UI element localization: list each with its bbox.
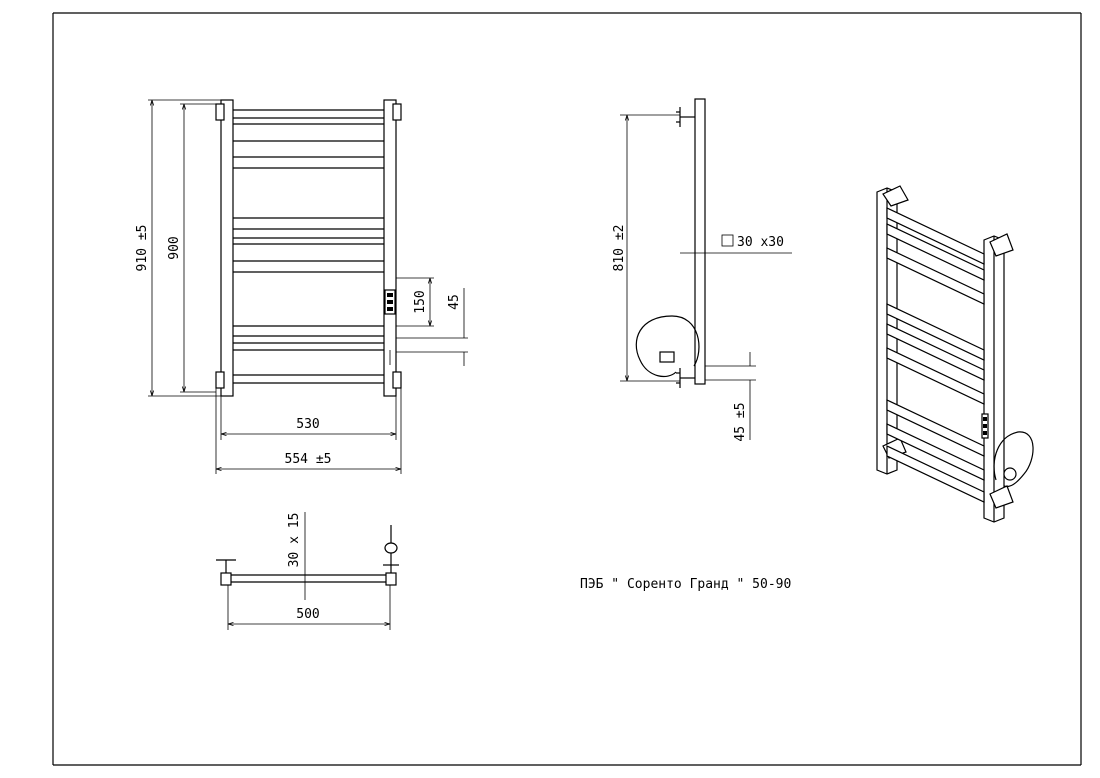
dim-900-label: 900 bbox=[167, 236, 182, 259]
rungs bbox=[233, 109, 384, 384]
top-valve bbox=[384, 542, 398, 554]
dim-30x30-label: 30 x30 bbox=[737, 235, 784, 250]
dim-500-label: 500 bbox=[296, 607, 319, 622]
bracket-bottom-left bbox=[215, 371, 225, 389]
drawing-frame bbox=[52, 12, 1082, 766]
dim-30x15-label: 30 x 15 bbox=[287, 513, 302, 568]
iso-bracket-1 bbox=[882, 185, 909, 207]
dim-554-label: 554 ±5 bbox=[285, 452, 332, 467]
square-profile-symbol bbox=[721, 234, 734, 247]
front-view: 910 ±5 900 150 45 530 554 ±5 bbox=[135, 99, 468, 474]
control-button-2 bbox=[387, 300, 393, 304]
dim-810-label: 810 ±2 bbox=[612, 225, 627, 272]
top-right-post bbox=[385, 572, 397, 586]
top-view: 30 x 15 500 bbox=[216, 512, 399, 630]
iso-bracket-4 bbox=[989, 485, 1014, 509]
left-post bbox=[220, 99, 234, 397]
dim-530-label: 530 bbox=[296, 417, 319, 432]
top-left-post bbox=[220, 572, 232, 586]
product-caption: ПЭБ " Сорeнто Гранд " 50-90 bbox=[580, 577, 791, 592]
dim-45-label: 45 bbox=[447, 294, 462, 310]
isometric-view bbox=[876, 185, 1034, 523]
dim-45pm5-label: 45 ±5 bbox=[733, 402, 748, 441]
iso-power-cable bbox=[993, 431, 1034, 488]
iso-plug bbox=[1003, 467, 1017, 481]
control-button-1 bbox=[387, 293, 393, 297]
dim-910-label: 910 ±5 bbox=[135, 225, 150, 272]
dim-150-label: 150 bbox=[413, 290, 428, 313]
side-view: 810 ±2 30 x30 45 ±5 bbox=[612, 98, 792, 442]
iso-bracket-2 bbox=[989, 233, 1014, 257]
iso-rungs bbox=[886, 207, 985, 503]
plug bbox=[659, 351, 675, 363]
bracket-top-right bbox=[392, 103, 402, 121]
bracket-bottom-right bbox=[392, 371, 402, 389]
power-cable bbox=[635, 315, 700, 378]
bracket-top-left bbox=[215, 103, 225, 121]
control-button-3 bbox=[387, 307, 393, 311]
right-post bbox=[383, 99, 397, 397]
side-post bbox=[694, 98, 706, 385]
